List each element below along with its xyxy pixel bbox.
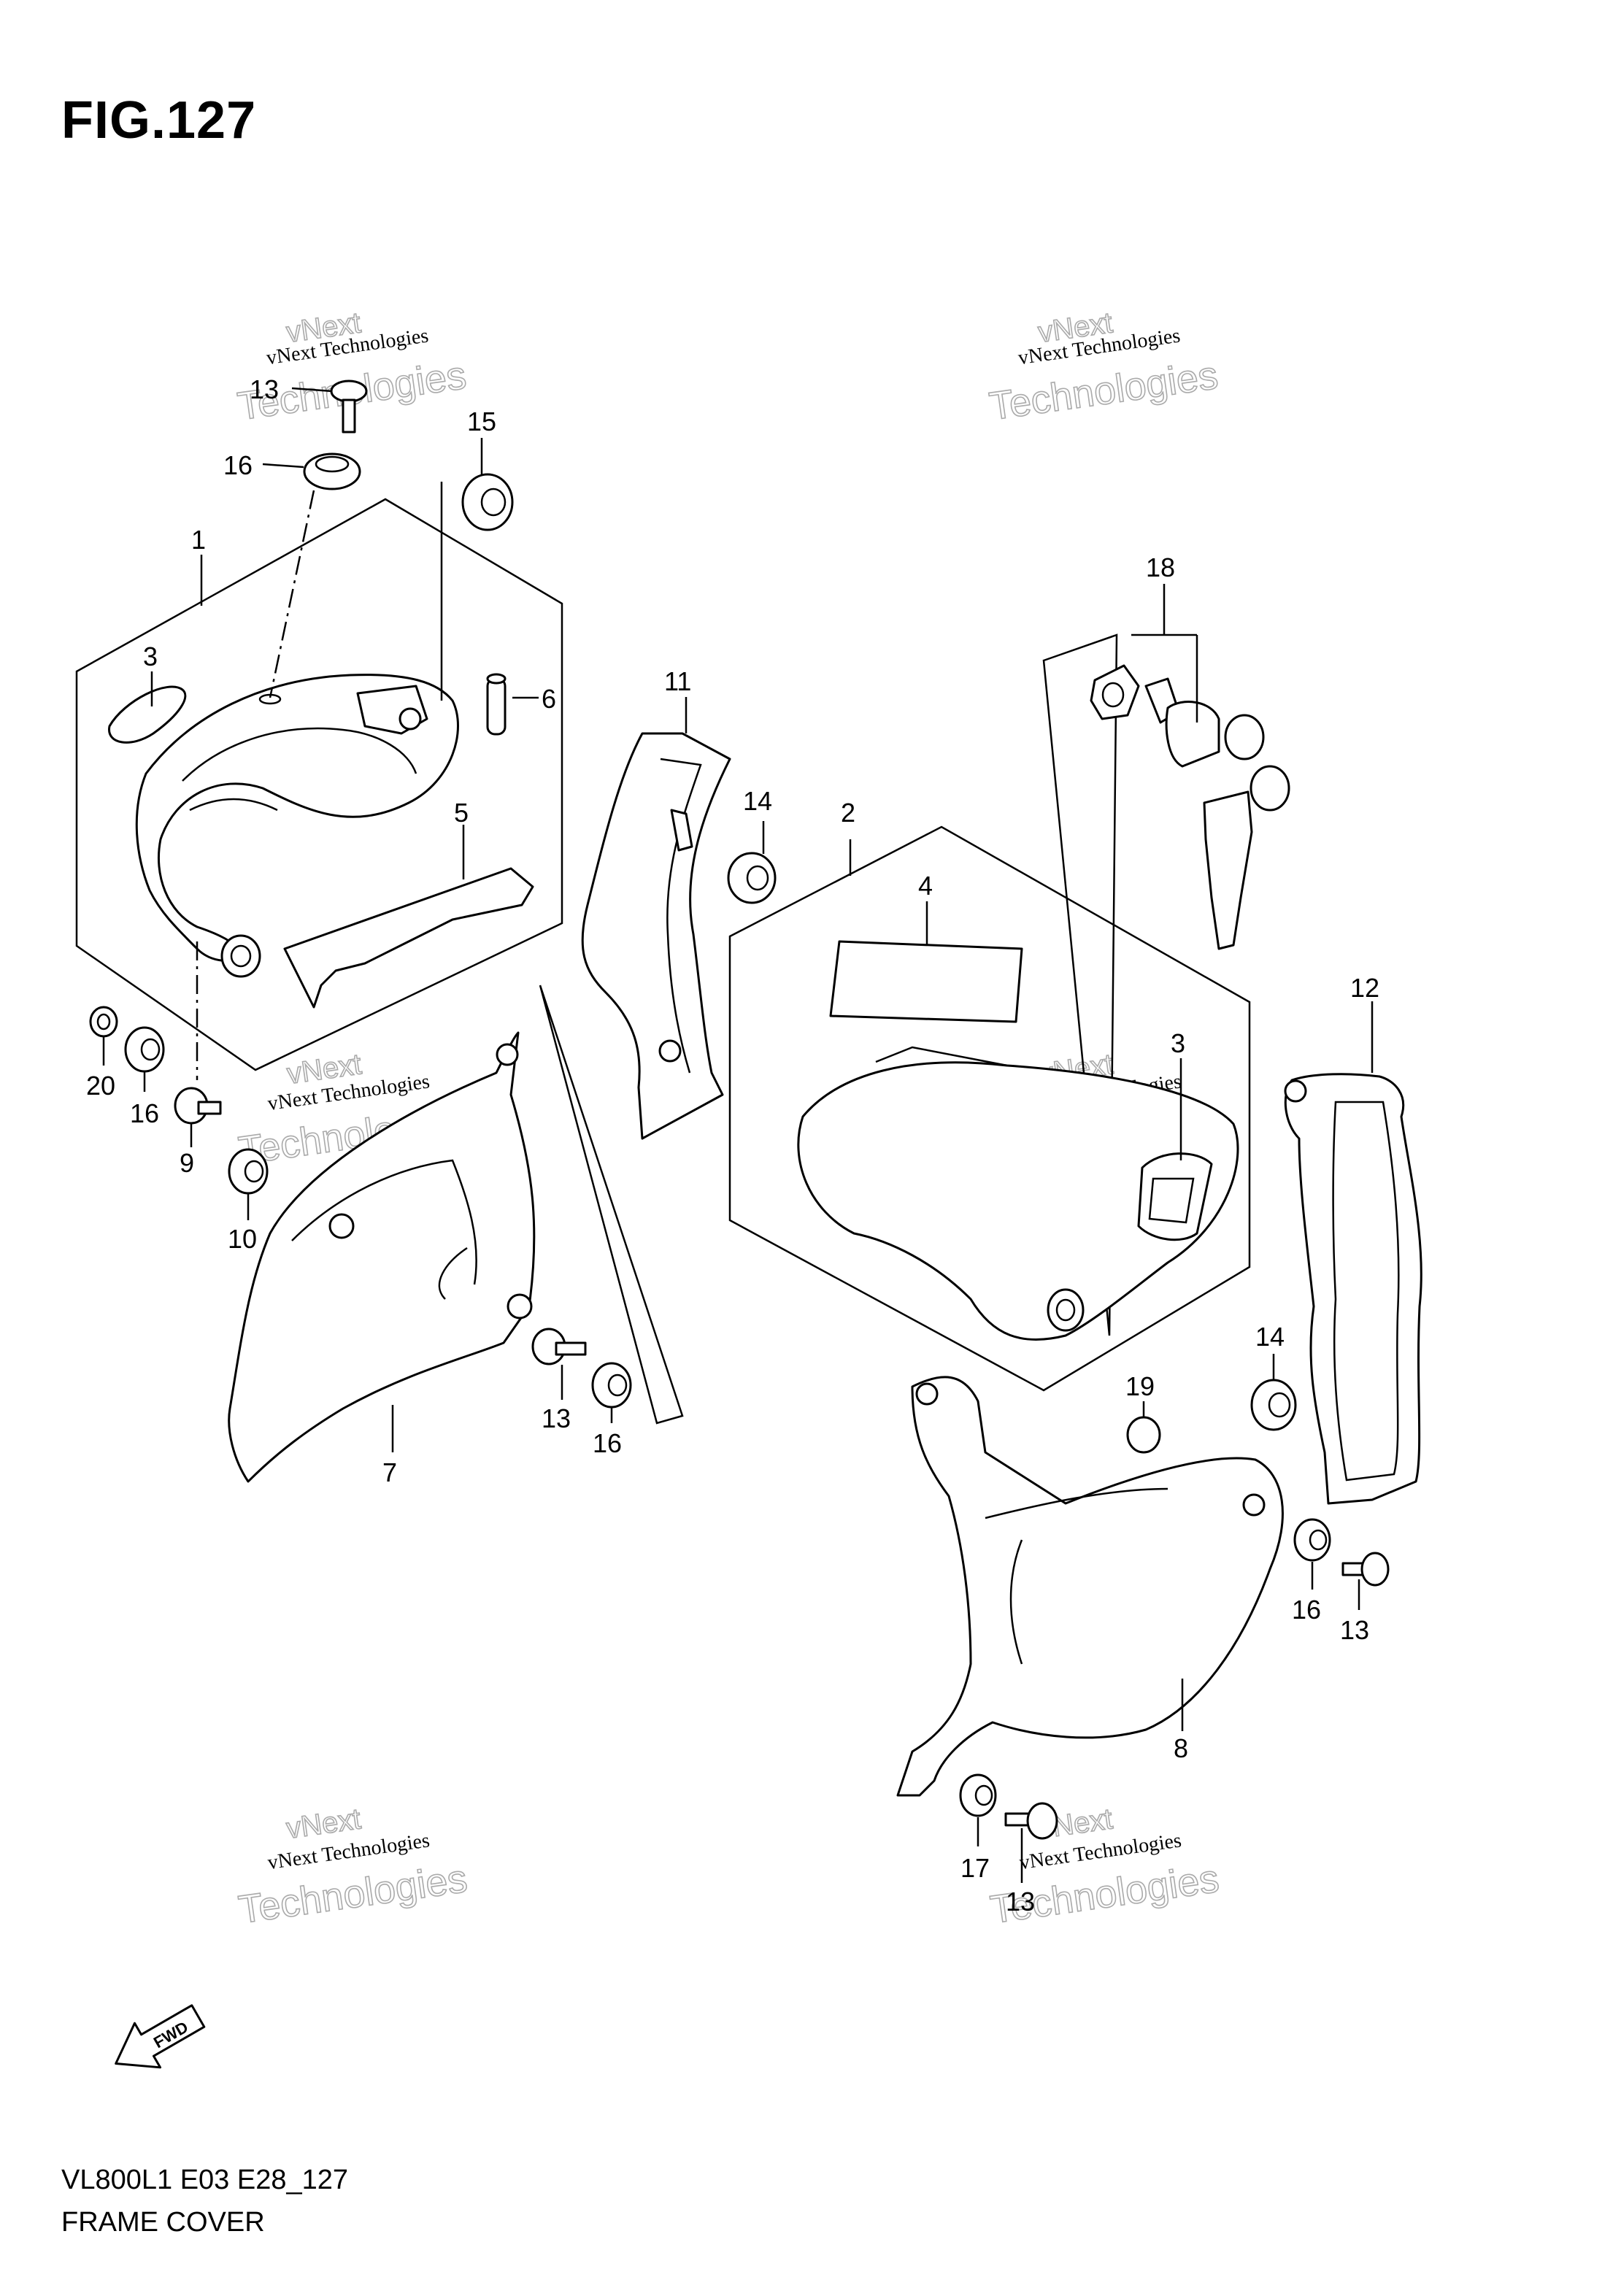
assembly-frame-2 <box>728 825 1251 1392</box>
callout-11: 11 <box>664 666 691 696</box>
callout-8: 8 <box>1174 1733 1188 1763</box>
part-14-grommet-right <box>1250 1379 1297 1431</box>
assembly-frame-7 <box>539 985 684 1425</box>
callout-numbers: 13 16 15 1 3 6 5 11 14 2 4 18 20 16 9 10… <box>86 374 1379 1916</box>
part-16-grommet-top <box>303 452 361 490</box>
callout-14-left: 14 <box>743 786 772 816</box>
callout-17: 17 <box>960 1853 990 1883</box>
part-2-frame-cover-right <box>797 1046 1239 1341</box>
part-3-emblem-upper <box>108 685 187 744</box>
part-12-rear-bracket <box>1284 1073 1422 1505</box>
part-1-frame-cover-upper <box>135 674 459 978</box>
fwd-direction-arrow: FWD <box>115 2004 206 2069</box>
assembly-frame-1 <box>75 498 563 1071</box>
callout-13-top: 13 <box>250 374 279 404</box>
callout-16-right: 16 <box>1292 1595 1321 1625</box>
callout-15: 15 <box>467 407 496 436</box>
figure-title: FIG.127 <box>61 91 257 150</box>
diagram-model-code: VL800L1 E03 E28_127 <box>61 2165 349 2195</box>
callout-16-left: 16 <box>130 1098 159 1128</box>
leader-lines <box>102 387 1374 1883</box>
part-9-bolt <box>174 1087 222 1125</box>
part-8-lower-cover-right <box>896 1376 1284 1797</box>
part-13-bolt-right <box>1341 1552 1390 1587</box>
watermark-line0: vNext <box>285 1803 363 1845</box>
part-15-grommet <box>461 473 514 531</box>
watermark-bottom-left: vNext vNext Technologies Technologies <box>236 1802 471 1932</box>
callout-1: 1 <box>191 525 206 555</box>
part-13-bolt-mid-left <box>531 1328 587 1365</box>
part-16-grommet-right <box>1293 1518 1331 1562</box>
part-17-grommet <box>959 1773 997 1817</box>
part-20-nut <box>89 1006 118 1038</box>
part-16-grommet-left <box>124 1026 165 1073</box>
callout-16-mid-left: 16 <box>593 1428 622 1458</box>
watermark-top-right: vNext vNext Technologies Technologies <box>986 306 1221 429</box>
callout-13-mid-left: 13 <box>542 1403 571 1433</box>
callout-2: 2 <box>841 798 855 828</box>
callout-4: 4 <box>918 871 933 901</box>
callout-16-top: 16 <box>223 450 253 480</box>
part-13-bolt-bottom <box>1004 1802 1058 1840</box>
part-19-grommet <box>1126 1416 1161 1454</box>
callout-9: 9 <box>180 1148 194 1178</box>
callout-13-right: 13 <box>1340 1615 1369 1645</box>
callout-18: 18 <box>1146 552 1175 582</box>
part-4-label-plate <box>829 940 1023 1023</box>
callout-19: 19 <box>1125 1371 1155 1401</box>
callout-20: 20 <box>86 1071 115 1101</box>
callout-3-lower: 3 <box>1171 1028 1185 1058</box>
part-10-grommet <box>228 1148 269 1195</box>
part-14-grommet-left <box>727 852 777 904</box>
callout-13-bottom: 13 <box>1006 1887 1035 1916</box>
callout-6: 6 <box>542 684 556 714</box>
assembly-frame-18 <box>1042 633 1118 1336</box>
part-7-lower-cover-left <box>228 1031 536 1483</box>
callout-14-right: 14 <box>1255 1322 1285 1352</box>
callout-5: 5 <box>454 798 469 828</box>
callout-12: 12 <box>1350 973 1379 1003</box>
callout-10: 10 <box>228 1224 257 1254</box>
callout-3-upper: 3 <box>143 642 158 671</box>
diagram-section-name: FRAME COVER <box>61 2207 265 2238</box>
part-18-lock-set <box>1090 664 1290 950</box>
part-16-grommet-mid-left <box>591 1362 632 1409</box>
part-5-bracket-plate <box>283 867 534 1009</box>
centerline-bolt-top <box>269 490 315 698</box>
part-6-pin <box>486 673 507 736</box>
callout-7: 7 <box>382 1457 397 1487</box>
part-11-side-bracket <box>581 732 731 1140</box>
